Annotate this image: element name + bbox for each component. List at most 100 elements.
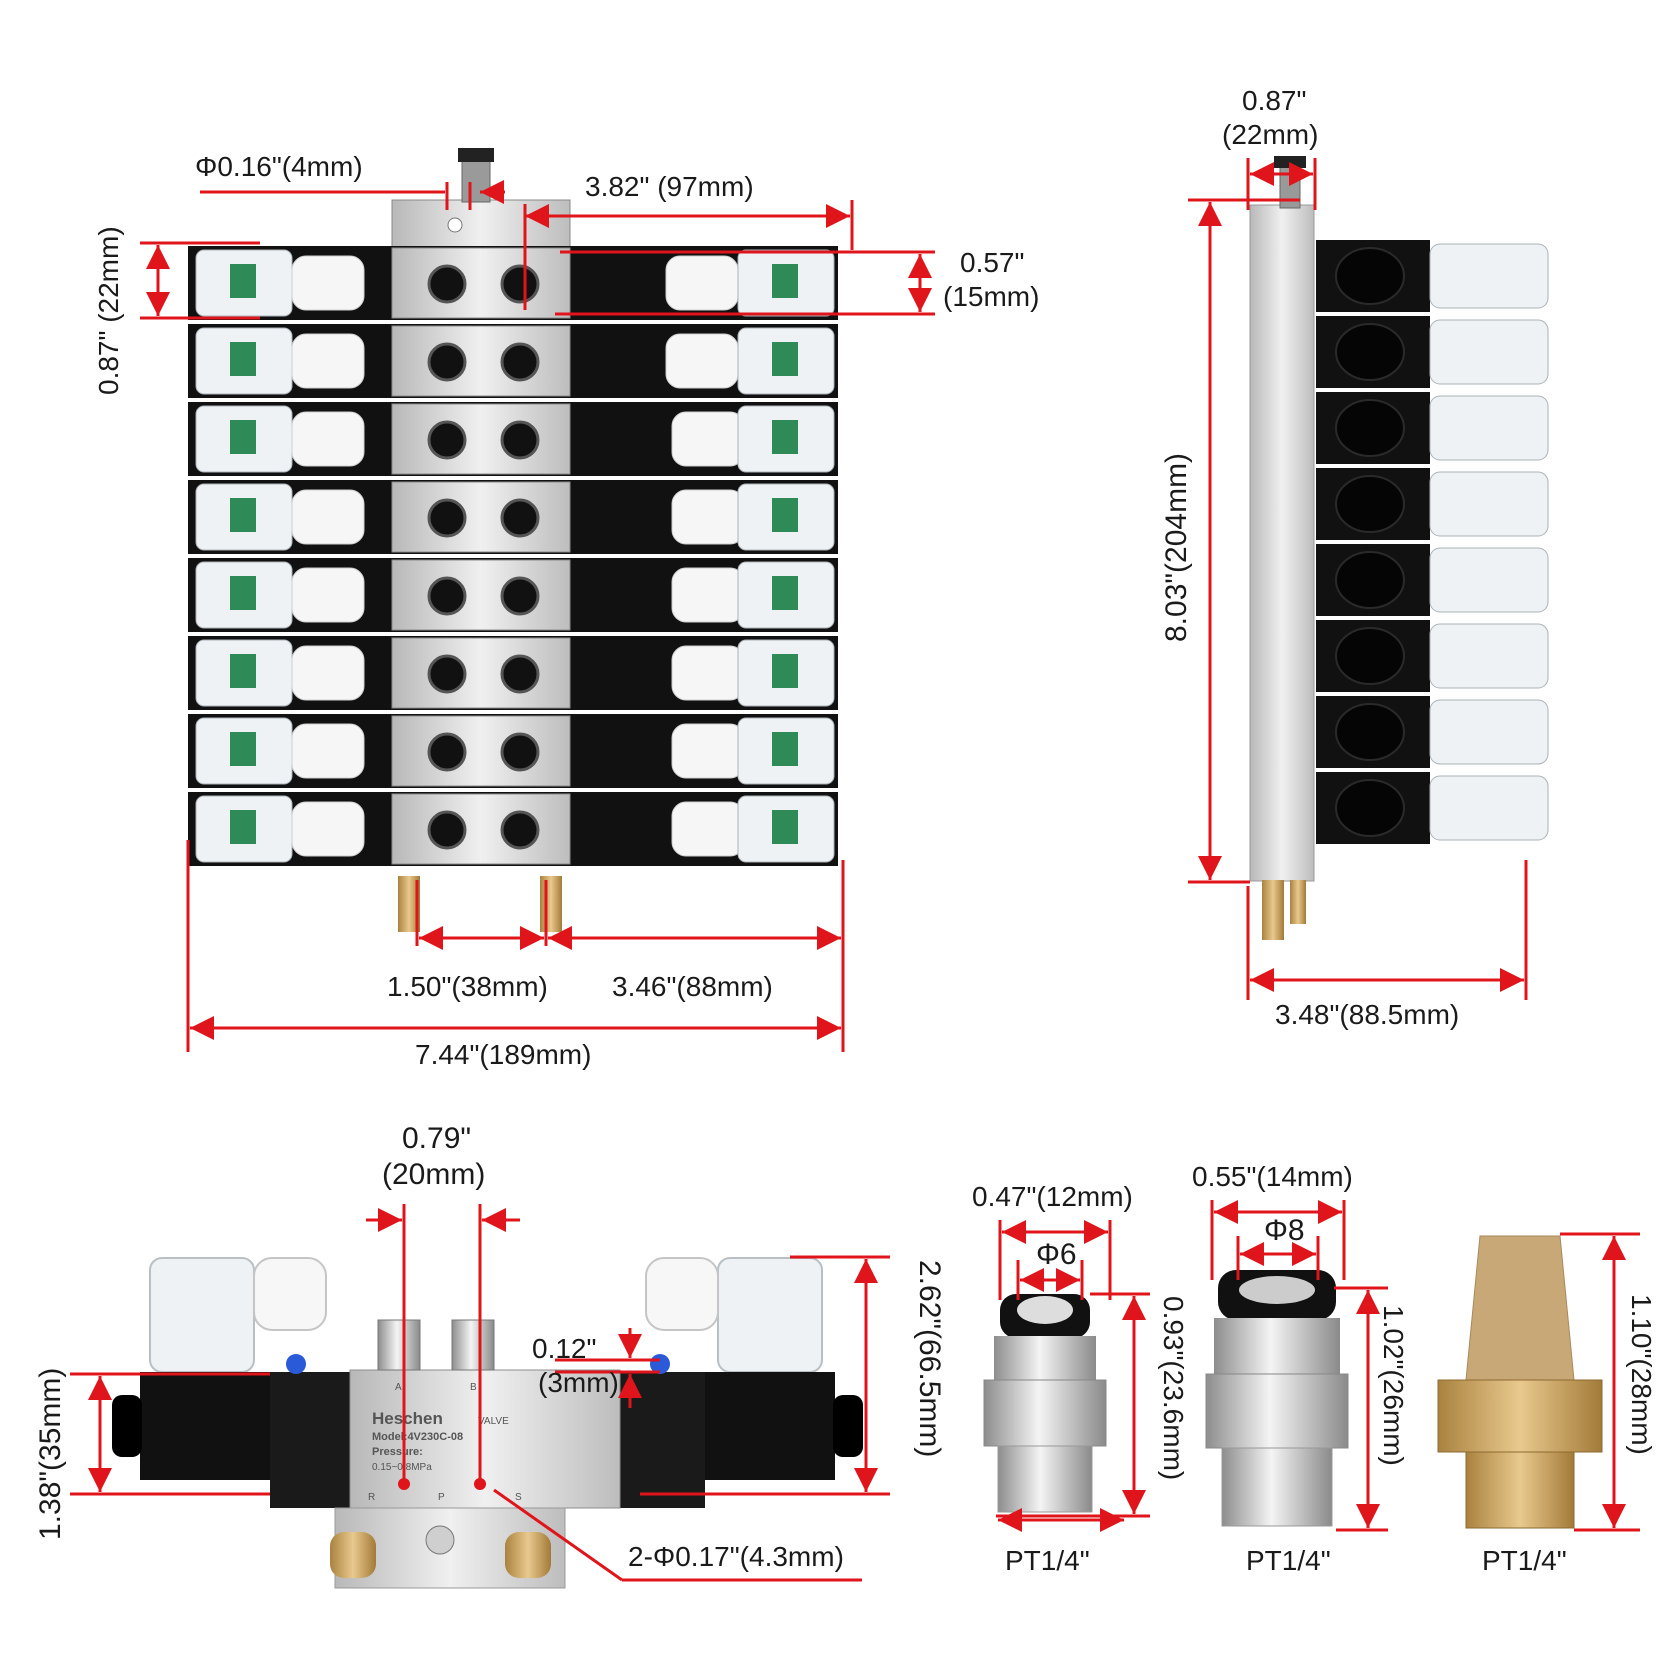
solenoid-right bbox=[705, 1372, 835, 1480]
coil-right-connector bbox=[645, 1257, 719, 1331]
valve-row-pcb-left bbox=[230, 732, 256, 766]
label-fitting1-height: 0.93"(23.6mm) bbox=[1158, 1296, 1189, 1480]
valve-row-connector-left bbox=[291, 489, 365, 545]
label-pitch-mm: (15mm) bbox=[943, 281, 1039, 312]
valve-port-p: P bbox=[438, 1492, 445, 1503]
valve-row-pcb-left bbox=[230, 342, 256, 376]
side-view: 0.87" (22mm) 8.03"(204mm) 3.48"(88.5mm) bbox=[1160, 85, 1549, 1030]
label-body-height: 1.38"(35mm) bbox=[34, 1368, 67, 1540]
valve-row-port-a bbox=[427, 498, 467, 538]
valve-row-pcb-right bbox=[772, 498, 798, 532]
single-valve-view: Heschen VALVE Model:4V230C-08 Pressure: … bbox=[34, 1122, 946, 1589]
side-muffler bbox=[1262, 880, 1284, 940]
side-valve-coil bbox=[1429, 775, 1549, 841]
muffler-hex bbox=[1437, 1379, 1603, 1453]
side-valve-knob bbox=[1335, 703, 1405, 761]
dim-leader-mount-holes bbox=[493, 1488, 623, 1582]
label-port-diameter: Φ0.16"(4mm) bbox=[195, 151, 363, 182]
valve-row-pcb-right bbox=[772, 576, 798, 610]
solenoid-left-inner bbox=[270, 1372, 350, 1508]
side-manifold-rail bbox=[1249, 204, 1315, 882]
label-overall-width: 7.44"(189mm) bbox=[415, 1039, 591, 1070]
label-right-span: 3.46"(88mm) bbox=[612, 971, 773, 1002]
label-side-thickness-mm: (22mm) bbox=[1222, 119, 1318, 150]
label-side-depth: 3.48"(88.5mm) bbox=[1275, 999, 1459, 1030]
front-view: Φ0.16"(4mm) 3.82" (97mm) 0.57" (15mm) 0.… bbox=[93, 148, 1039, 1070]
valve-row-pcb-left bbox=[230, 264, 256, 298]
valve-row-pcb-left bbox=[230, 810, 256, 844]
label-total-height: 2.62"(66.5mm) bbox=[913, 1260, 946, 1457]
muffler-sintered-element bbox=[1465, 1235, 1575, 1381]
valve-row-connector-left bbox=[291, 567, 365, 623]
side-valve-stack bbox=[1316, 240, 1549, 844]
valve-row-port-a bbox=[427, 732, 467, 772]
valve-row-port-b bbox=[500, 576, 540, 616]
side-valve-row bbox=[1316, 620, 1549, 692]
valve-row-connector-left bbox=[291, 411, 365, 467]
side-valve-coil bbox=[1429, 699, 1549, 765]
label-exhaust-spacing: 1.50"(38mm) bbox=[387, 971, 548, 1002]
valve-row-manifold bbox=[391, 247, 571, 319]
valve-row-connector-right bbox=[671, 723, 745, 779]
label-gap-in: 0.12" bbox=[532, 1333, 596, 1364]
valve-pressure-value: 0.15~0.8MPa bbox=[372, 1462, 432, 1473]
valve-row bbox=[188, 480, 838, 554]
side-muffler-2 bbox=[1290, 880, 1306, 924]
valve-row-connector-right bbox=[665, 333, 739, 389]
side-valve-coil bbox=[1429, 471, 1549, 537]
valve-row-connector-left bbox=[291, 255, 365, 311]
side-valve-coil bbox=[1429, 243, 1549, 309]
coil-right-cover bbox=[717, 1257, 823, 1373]
fitting2-thread bbox=[1221, 1447, 1333, 1527]
valve-row-connector-left bbox=[291, 723, 365, 779]
valve-row bbox=[188, 714, 838, 788]
valve-row-port-b bbox=[500, 342, 540, 382]
valve-row bbox=[188, 402, 838, 476]
solenoid-left bbox=[140, 1372, 270, 1480]
label-side-thickness-in: 0.87" bbox=[1242, 85, 1306, 116]
valve-row-pcb-left bbox=[230, 576, 256, 610]
valve-row-port-a bbox=[427, 420, 467, 460]
valve-model: Model:4V230C-08 bbox=[372, 1431, 463, 1443]
valve-row bbox=[188, 324, 838, 398]
valve-row-manifold bbox=[391, 403, 571, 475]
side-valve-row bbox=[1316, 468, 1549, 540]
label-side-height: 8.03"(204mm) bbox=[1160, 453, 1193, 642]
fitting2-hex bbox=[1205, 1373, 1349, 1449]
label-fitting1-tube: Φ6 bbox=[1036, 1238, 1077, 1271]
label-pitch-in: 0.57" bbox=[960, 247, 1024, 278]
valve-row-manifold bbox=[391, 793, 571, 865]
label-fitting2-width: 0.55"(14mm) bbox=[1192, 1161, 1353, 1192]
label-fitting1-width: 0.47"(12mm) bbox=[972, 1181, 1133, 1212]
valve-row-connector-right bbox=[671, 801, 745, 857]
valve-row-connector-right bbox=[671, 411, 745, 467]
valve-row-manifold bbox=[391, 325, 571, 397]
top-fitting-collar bbox=[458, 148, 494, 162]
label-gap-mm: (3mm) bbox=[538, 1367, 619, 1398]
valve-row-pcb-right bbox=[772, 264, 798, 298]
valve-row-connector-left bbox=[291, 801, 365, 857]
side-valve-coil bbox=[1429, 623, 1549, 689]
valve-row bbox=[188, 636, 838, 710]
side-valve-coil bbox=[1429, 547, 1549, 613]
valve-brand-tag: VALVE bbox=[478, 1416, 509, 1427]
side-valve-row bbox=[1316, 392, 1549, 464]
valve-row-connector-right bbox=[671, 489, 745, 545]
side-valve-row bbox=[1316, 240, 1549, 312]
valve-row-manifold bbox=[391, 637, 571, 709]
side-valve-coil bbox=[1429, 319, 1549, 385]
valve-row-manifold bbox=[391, 559, 571, 631]
valve-row-port-b bbox=[500, 420, 540, 460]
side-valve-knob bbox=[1335, 323, 1405, 381]
valve-port-a: A bbox=[395, 1382, 402, 1393]
label-port-spacing-mm: (20mm) bbox=[382, 1158, 485, 1191]
side-valve-row bbox=[1316, 772, 1549, 844]
valve-row-pcb-right bbox=[772, 810, 798, 844]
valve-row-port-b bbox=[500, 810, 540, 850]
valve-port-b: B bbox=[470, 1382, 477, 1393]
manifold-top-block bbox=[391, 199, 571, 249]
dim-dot-hole-a bbox=[398, 1478, 410, 1490]
valve-port-r: R bbox=[368, 1492, 375, 1503]
fitting1-hex bbox=[983, 1379, 1107, 1447]
